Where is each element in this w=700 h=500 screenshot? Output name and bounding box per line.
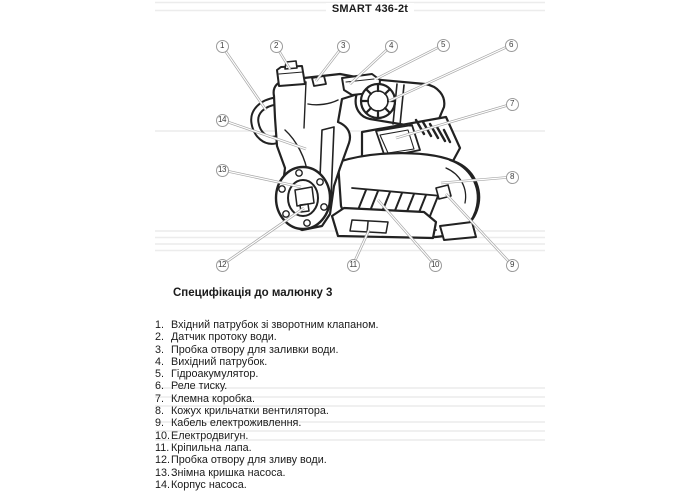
callout-label: 7	[510, 99, 514, 108]
spec-item: 5. Гідроакумулятор.	[155, 368, 555, 380]
specification-section: Специфікація до малюнку 3 1. Вхідний патр…	[155, 286, 555, 491]
spec-item: 6. Реле тиску.	[155, 380, 555, 392]
callout-1: 1	[215, 39, 229, 53]
pump-cover	[274, 165, 332, 231]
spec-item-number: 6.	[155, 380, 165, 393]
spec-item-text: Гідроакумулятор.	[171, 368, 259, 381]
pump-illustration	[250, 60, 481, 241]
spec-item-text: Датчик протоку води.	[171, 331, 277, 344]
spec-item-number: 14.	[155, 478, 171, 491]
spec-item-text: Корпус насоса.	[171, 478, 247, 491]
spec-item-text: Пробка отвору для зливу води.	[171, 454, 327, 467]
spec-heading: Специфікація до малюнку 3	[173, 287, 333, 299]
callout-label: 14	[218, 115, 226, 124]
spec-item-number: 11.	[155, 441, 170, 454]
spec-item-text: Кожух крильчатки вентилятора.	[171, 405, 329, 418]
display	[375, 124, 421, 158]
spec-item-number: 3.	[155, 343, 165, 356]
spec-item: 7. Клемна коробка.	[155, 393, 555, 405]
spec-item-text: Вхідний патрубок зі зворотним клапаном.	[171, 319, 379, 331]
callout-13: 13	[215, 163, 229, 177]
callout-8: 8	[505, 170, 519, 184]
spec-item: 4. Вихідний патрубок.	[155, 356, 555, 368]
spec-item-text: Кріпильна лапа.	[171, 441, 252, 454]
spec-item: 12.Пробка отвору для зливу води.	[155, 454, 555, 466]
callout-label: 8	[510, 172, 514, 181]
spec-item-number: 5.	[155, 368, 165, 381]
callout-label: 13	[218, 165, 226, 174]
callout-label: 11	[349, 260, 357, 269]
spec-item: 11.Кріпильна лапа.	[155, 442, 555, 454]
spec-item-number: 7.	[155, 392, 165, 405]
callout-4: 4	[384, 39, 398, 53]
callout-label: 9	[510, 260, 514, 269]
mounting-foot	[330, 206, 438, 240]
spec-item: 8. Кожух крильчатки вентилятора.	[155, 405, 555, 417]
spec-item-text: Клемна коробка.	[171, 392, 255, 405]
spec-item: 9. Кабель електроживлення.	[155, 417, 555, 429]
callout-label: 4	[389, 41, 393, 50]
spec-item: 1. Вхідний патрубок зі зворотним клапаном…	[155, 319, 555, 331]
spec-item: 10.Електродвигун.	[155, 430, 555, 442]
callout-6: 6	[504, 38, 518, 52]
callout-7: 7	[505, 97, 519, 111]
spec-item: 14.Корпус насоса.	[155, 479, 555, 491]
spec-item: 2. Датчик протоку води.	[155, 331, 555, 343]
spec-item-text: Пробка отвору для заливки води.	[171, 343, 339, 356]
callout-14: 14	[215, 113, 229, 127]
spec-item-number: 10.	[155, 429, 171, 442]
spec-item-number: 12.	[155, 454, 171, 467]
spec-item: 3. Пробка отвору для заливки води.	[155, 344, 555, 356]
callout-label: 1	[220, 41, 224, 50]
spec-item-text: Реле тиску.	[171, 380, 228, 393]
callout-label: 5	[441, 40, 445, 49]
spec-item-number: 9.	[155, 417, 165, 430]
callout-label: 12	[218, 260, 226, 269]
spec-item-number: 13.	[155, 466, 171, 479]
spec-item-text: Вихідний патрубок.	[171, 355, 268, 368]
callout-11: 11	[346, 258, 360, 272]
callout-label: 3	[341, 41, 345, 50]
callout-label: 6	[509, 40, 513, 49]
callout-12: 12	[215, 258, 229, 272]
spec-item-number: 1.	[155, 319, 165, 331]
spec-item: 13.Знімна кришка насоса.	[155, 467, 555, 479]
spec-list: 1. Вхідний патрубок зі зворотним клапаном…	[155, 319, 555, 491]
spec-item-text: Кабель електроживлення.	[171, 417, 302, 430]
page-title: SMART 436-2t	[175, 2, 565, 17]
callout-label: 10	[431, 260, 439, 269]
spec-item-number: 2.	[155, 331, 165, 344]
spec-item-number: 8.	[155, 405, 165, 418]
callout-5: 5	[436, 38, 450, 52]
callout-2: 2	[269, 39, 283, 53]
callout-9: 9	[505, 258, 519, 272]
spec-item-text: Електродвигун.	[171, 429, 249, 442]
spec-item-number: 4.	[155, 355, 165, 368]
callout-label: 2	[274, 41, 278, 50]
spec-item-text: Знімна кришка насоса.	[171, 466, 286, 479]
callout-3: 3	[336, 39, 350, 53]
background-ruling-lines	[155, 1, 545, 441]
callout-10: 10	[428, 258, 442, 272]
